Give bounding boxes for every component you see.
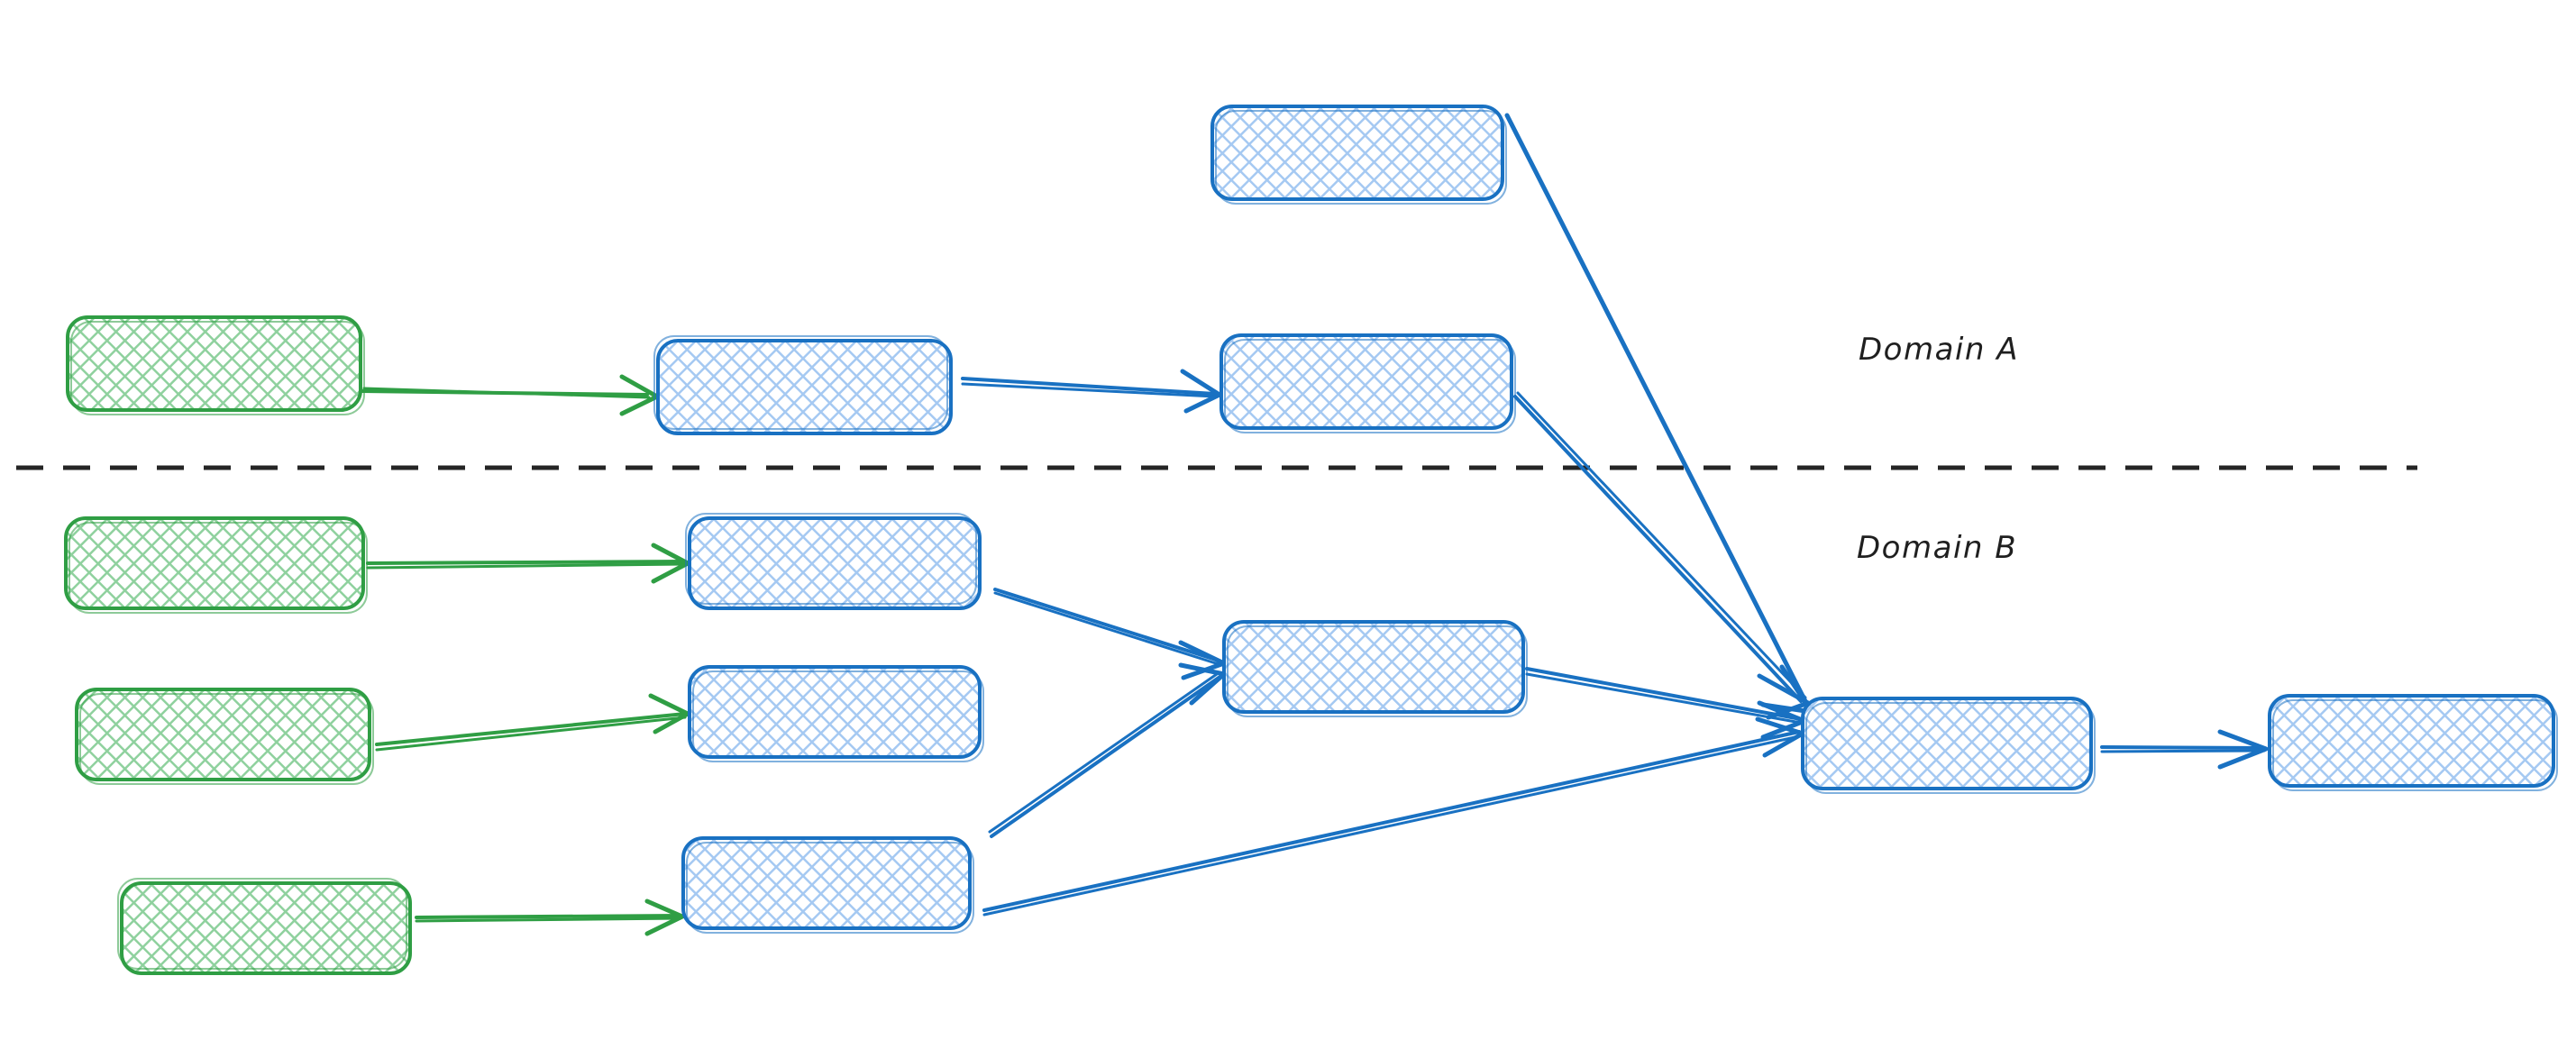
node-a-source-1[interactable] <box>66 315 365 415</box>
node-b-source-2[interactable] <box>75 688 374 785</box>
edge-b-stage-3-to-b-hub <box>982 716 1805 917</box>
node-b-output[interactable] <box>2268 694 2558 791</box>
edge-b-source-2-to-b-stage-2 <box>375 693 690 752</box>
edge-a-stage-1-to-a-stage-2 <box>961 369 1222 414</box>
edge-b-source-3-to-b-stage-3 <box>415 898 685 936</box>
edge-b-source-1-to-b-stage-1 <box>366 543 690 584</box>
edge-a-source-1-to-a-stage-1 <box>361 374 660 416</box>
node-b-stage-1[interactable] <box>685 513 982 610</box>
domain-a-label: Domain A <box>1859 332 2019 368</box>
node-a-stage-1[interactable] <box>653 335 953 435</box>
node-b-source-3[interactable] <box>117 878 412 975</box>
edge-b-hub-to-b-output <box>2100 729 2269 770</box>
edge-b-stage-1-to-b-merge <box>993 588 1227 680</box>
domain-b-label: Domain B <box>1857 530 2018 566</box>
node-b-source-1[interactable] <box>64 516 368 614</box>
node-a-stage-2[interactable] <box>1219 333 1516 433</box>
edge-a-stage-top-to-b-hub <box>1504 113 1814 715</box>
edge-b-stage-2-to-b-merge <box>988 662 1227 838</box>
edge-a-stage-2-to-b-hub <box>1513 391 1811 720</box>
node-b-stage-3[interactable] <box>681 836 974 934</box>
node-b-merge[interactable] <box>1222 620 1528 717</box>
node-b-stage-2[interactable] <box>688 665 984 762</box>
node-a-stage-top[interactable] <box>1210 105 1507 205</box>
node-b-hub[interactable] <box>1801 697 2096 794</box>
